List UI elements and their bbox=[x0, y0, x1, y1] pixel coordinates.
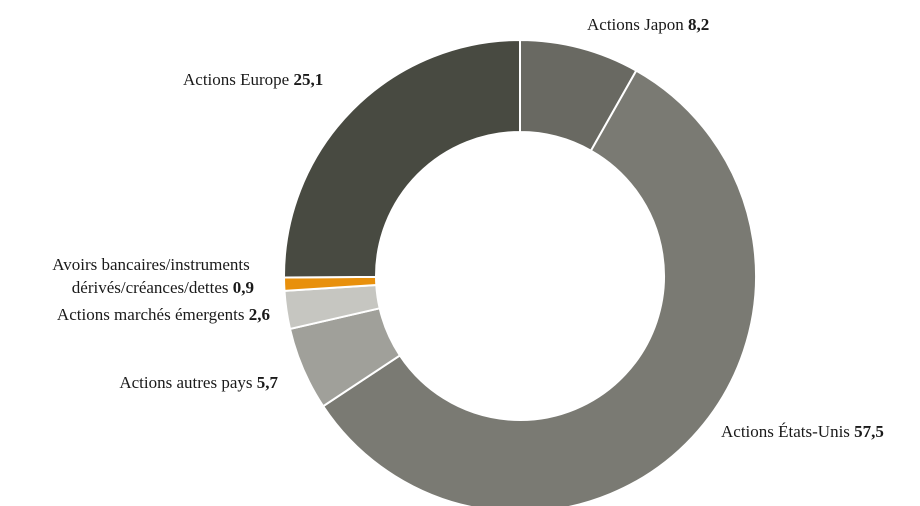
slice-europe bbox=[283, 38, 521, 279]
slice-label-avoirs: Avoirs bancaires/instruments dérivés/cré… bbox=[52, 255, 254, 297]
slice-value-avoirs: 0,9 bbox=[233, 278, 254, 297]
slice-label-etats-unis: Actions États-Unis 57,5 bbox=[721, 422, 884, 441]
slice-value-japon: 8,2 bbox=[688, 15, 709, 34]
slice-label-marches-emergents: Actions marchés émergents 2,6 bbox=[57, 305, 270, 324]
slice-value-autres-pays: 5,7 bbox=[257, 373, 279, 392]
slice-etats-unis bbox=[321, 69, 757, 506]
slice-value-marches-emergents: 2,6 bbox=[249, 305, 270, 324]
slice-label-europe: Actions Europe 25,1 bbox=[183, 70, 323, 89]
slice-label-autres-pays: Actions autres pays 5,7 bbox=[119, 373, 278, 392]
slice-value-europe: 25,1 bbox=[293, 70, 323, 89]
donut-slices bbox=[282, 38, 757, 506]
slice-value-etats-unis: 57,5 bbox=[854, 422, 884, 441]
slice-label-japon: Actions Japon 8,2 bbox=[587, 15, 709, 34]
